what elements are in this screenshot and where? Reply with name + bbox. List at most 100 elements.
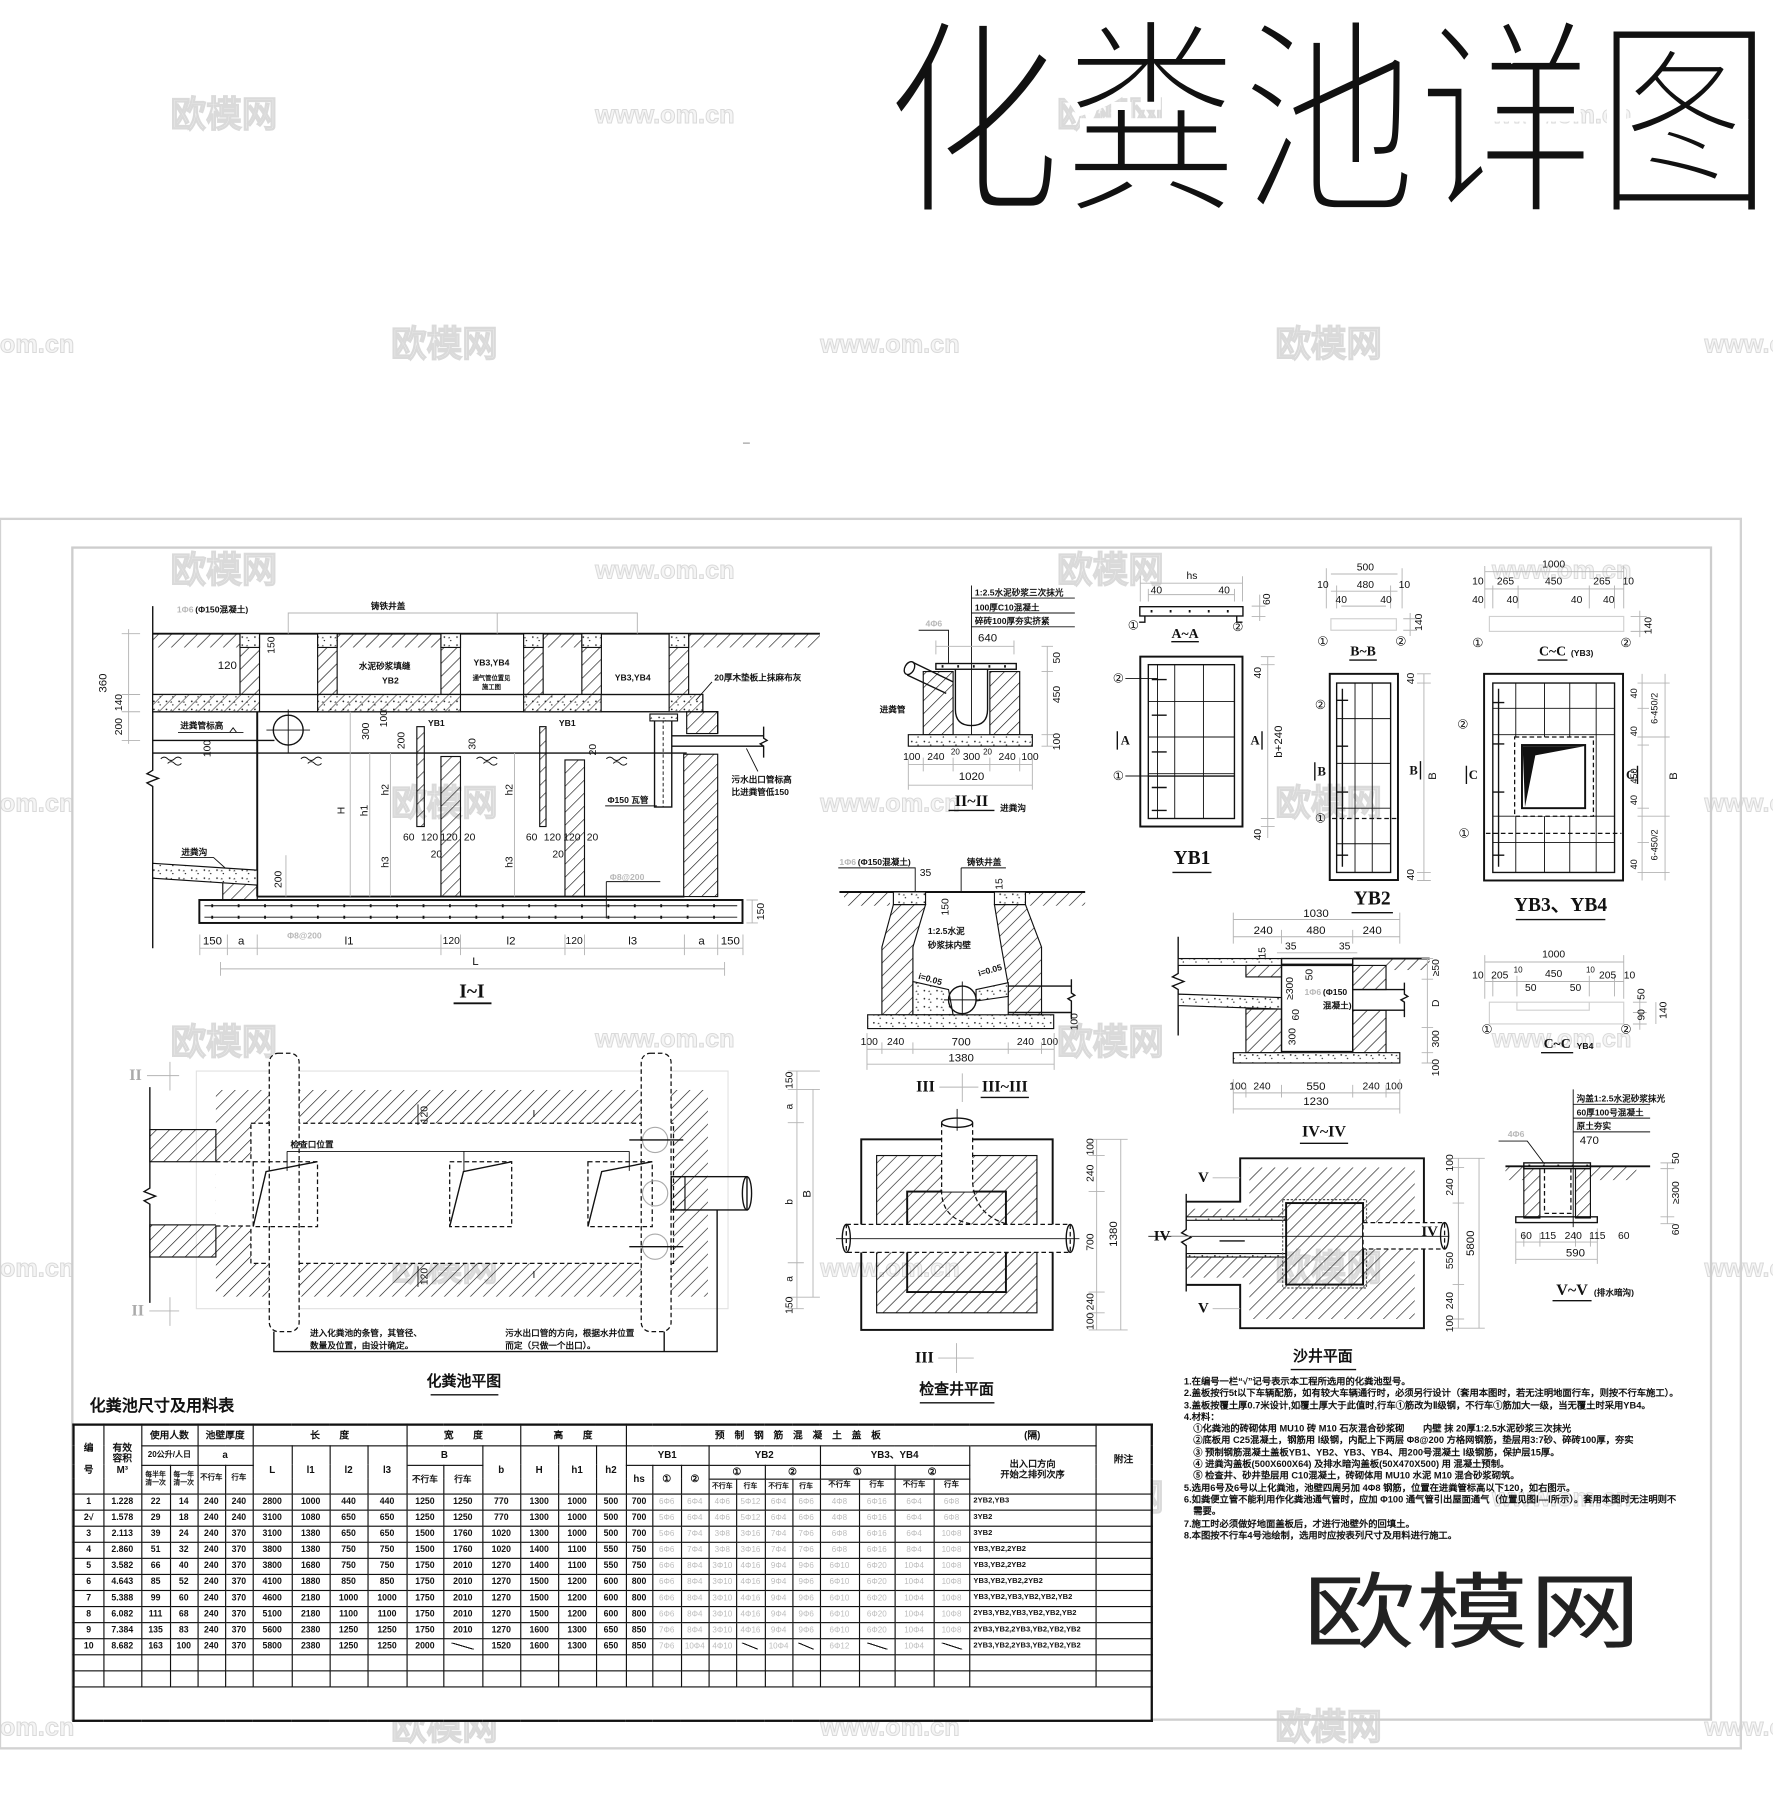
table-cell: 240	[196, 1557, 226, 1575]
table-cell: 770	[481, 1508, 521, 1527]
pipe-end	[1439, 1221, 1450, 1250]
annotation-label: YB1	[559, 718, 576, 728]
dimension-label: 450	[1545, 577, 1562, 588]
table-cell	[1095, 1653, 1153, 1671]
table-cell: 9Φ4	[764, 1589, 793, 1607]
table-cell: 2180	[291, 1589, 331, 1607]
table-cell	[442, 1637, 483, 1655]
table-cell	[366, 1669, 408, 1687]
dimension-label: 100	[1445, 1154, 1456, 1171]
table-cell: 8Φ4	[680, 1573, 710, 1591]
tank-plan: II II 检查口位置 120 120 I I 进入化粪池的条管，其管径、 数量…	[129, 1052, 820, 1396]
table-cell: 5.388	[102, 1589, 142, 1607]
wall-block	[1352, 1009, 1387, 1054]
table-cell: 1000	[329, 1589, 369, 1607]
table-cell: 6Φ4	[764, 1492, 793, 1511]
bottom-dimension-line	[866, 1033, 1055, 1070]
table-cell: 4.643	[102, 1573, 142, 1591]
table-cell: 6Φ10	[819, 1573, 860, 1591]
dimension-label: 240	[1362, 1082, 1379, 1093]
note-line: ⑤ 检查井、砂井垫层用 C10混凝土，砖砌体用 MU10 水泥 M10 混合砂浆…	[1183, 1470, 1520, 1482]
table-cell: 240	[196, 1525, 226, 1543]
section-title: C~C	[1539, 643, 1566, 658]
table-cell: 1600	[519, 1637, 559, 1655]
watermark-brand: 欧模网	[1275, 783, 1382, 824]
watermark-url: www.om.cn	[819, 790, 959, 818]
dimension-label: 20	[587, 833, 599, 844]
table-cell: 1250	[442, 1492, 483, 1511]
section-title: III~III	[982, 1079, 1028, 1096]
table-cell	[819, 1653, 860, 1671]
table-cell	[442, 1669, 483, 1687]
section-1-1: 1Φ6 (Φ150混凝土) 铸铁井盖 360 140 200 120 150 水…	[97, 600, 820, 1005]
table-cell: 9Φ6	[791, 1621, 821, 1639]
cut-mark: II	[132, 1302, 145, 1319]
table-cell: 2YB2,YB3	[968, 1492, 1097, 1511]
table-cell: 14	[169, 1492, 199, 1511]
note-line: 7.施工时必须做好地面盖板后，才进行池壁外的回填土。	[1183, 1518, 1415, 1529]
bench-left	[912, 980, 954, 1016]
table-cell: 29	[140, 1508, 171, 1527]
table-cell: 8Φ4	[894, 1541, 935, 1559]
slab-section-faint	[1488, 615, 1625, 632]
cut-mark: III	[916, 1079, 935, 1096]
note-line: 8.本图按不行车4号池绘制，选用时应按表列尺寸及用料进行施工。	[1183, 1530, 1458, 1541]
table-cell: 600	[595, 1605, 627, 1623]
total-dimension-line	[220, 961, 726, 976]
slab-title: YB3、YB4	[1514, 895, 1607, 916]
right-dimension	[1041, 645, 1054, 747]
boundary-break-line	[1170, 936, 1186, 1036]
dimension-label: 115	[1540, 1231, 1557, 1242]
header-wall: 池壁厚度	[196, 1424, 254, 1446]
annotation-label: Φ150 瓦管	[607, 794, 648, 805]
dimension-label: 240	[1565, 1231, 1582, 1242]
dimension-label: 1000	[1542, 950, 1565, 961]
bottom-dimension-line	[1232, 1079, 1401, 1114]
dimension-label: 450	[1052, 686, 1063, 703]
channel-floor	[1177, 993, 1283, 1010]
table-cell: 66	[140, 1557, 171, 1575]
rebar-grid	[1336, 683, 1391, 873]
table-cell: 9Φ6	[791, 1589, 821, 1607]
watermark-url: www.om.cn	[0, 330, 74, 358]
table-cell: YB3,YB2,YB3,YB2,YB2,YB2	[968, 1589, 1097, 1607]
table-cell	[224, 1653, 254, 1671]
dimension-label: 300	[963, 752, 980, 763]
table-cell: 1000	[557, 1508, 597, 1527]
header-l2: l2	[329, 1444, 369, 1495]
table-cell: 750	[366, 1541, 408, 1559]
annotation-label: 砂浆抹内壁	[927, 939, 971, 950]
rebar-number: ①	[1458, 826, 1469, 840]
rebar-mark: 1Φ6	[839, 857, 856, 867]
dimension-label: 20	[431, 850, 443, 861]
note-line: ④ 进粪沟盖板(500X600X64) 及排水暗沟盖板(50X470X500) …	[1183, 1459, 1510, 1470]
table-cell: 9	[72, 1621, 104, 1639]
dimension-label: ≥300	[1671, 1181, 1682, 1204]
table-cell: 7Φ4	[680, 1525, 710, 1543]
dimension-label: 500	[1357, 563, 1374, 574]
dimension-label: B	[1427, 772, 1439, 780]
table-cell: 1100	[329, 1605, 369, 1623]
note-line: 2.盖板按行5t以下车辆配筋，如有较大车辆通行时，必须另行设计（套用本图时，若无…	[1183, 1388, 1679, 1399]
table-cell: 240	[196, 1508, 226, 1527]
table-header-row: 每半年 清一次 每一年 清一次 不行车 行车 不行车 行车 hs ① ② ① ②…	[73, 1464, 1151, 1495]
table-cell: 7Φ6	[651, 1621, 682, 1639]
cut-mark: V	[1198, 1301, 1209, 1317]
dimension-label: 50	[1305, 969, 1316, 981]
header-slab-unit: (隔)	[969, 1424, 1097, 1446]
table-cell	[819, 1669, 860, 1687]
watermark-brand: 欧模网	[391, 324, 498, 365]
table-cell: 650	[366, 1525, 408, 1543]
dimension-label: l1	[345, 935, 354, 947]
table-cell: 6Φ16	[858, 1541, 896, 1559]
table-cell: 2010	[442, 1589, 483, 1607]
table-cell: 2√	[72, 1508, 104, 1527]
opening-fill	[1522, 746, 1585, 808]
dimension-label: 240	[1445, 1292, 1456, 1309]
dimension-label: 120	[440, 833, 457, 844]
table-cell: 1270	[481, 1605, 521, 1623]
outlet-pipe-end	[741, 1175, 753, 1211]
table-cell: 4Φ16	[735, 1621, 766, 1639]
